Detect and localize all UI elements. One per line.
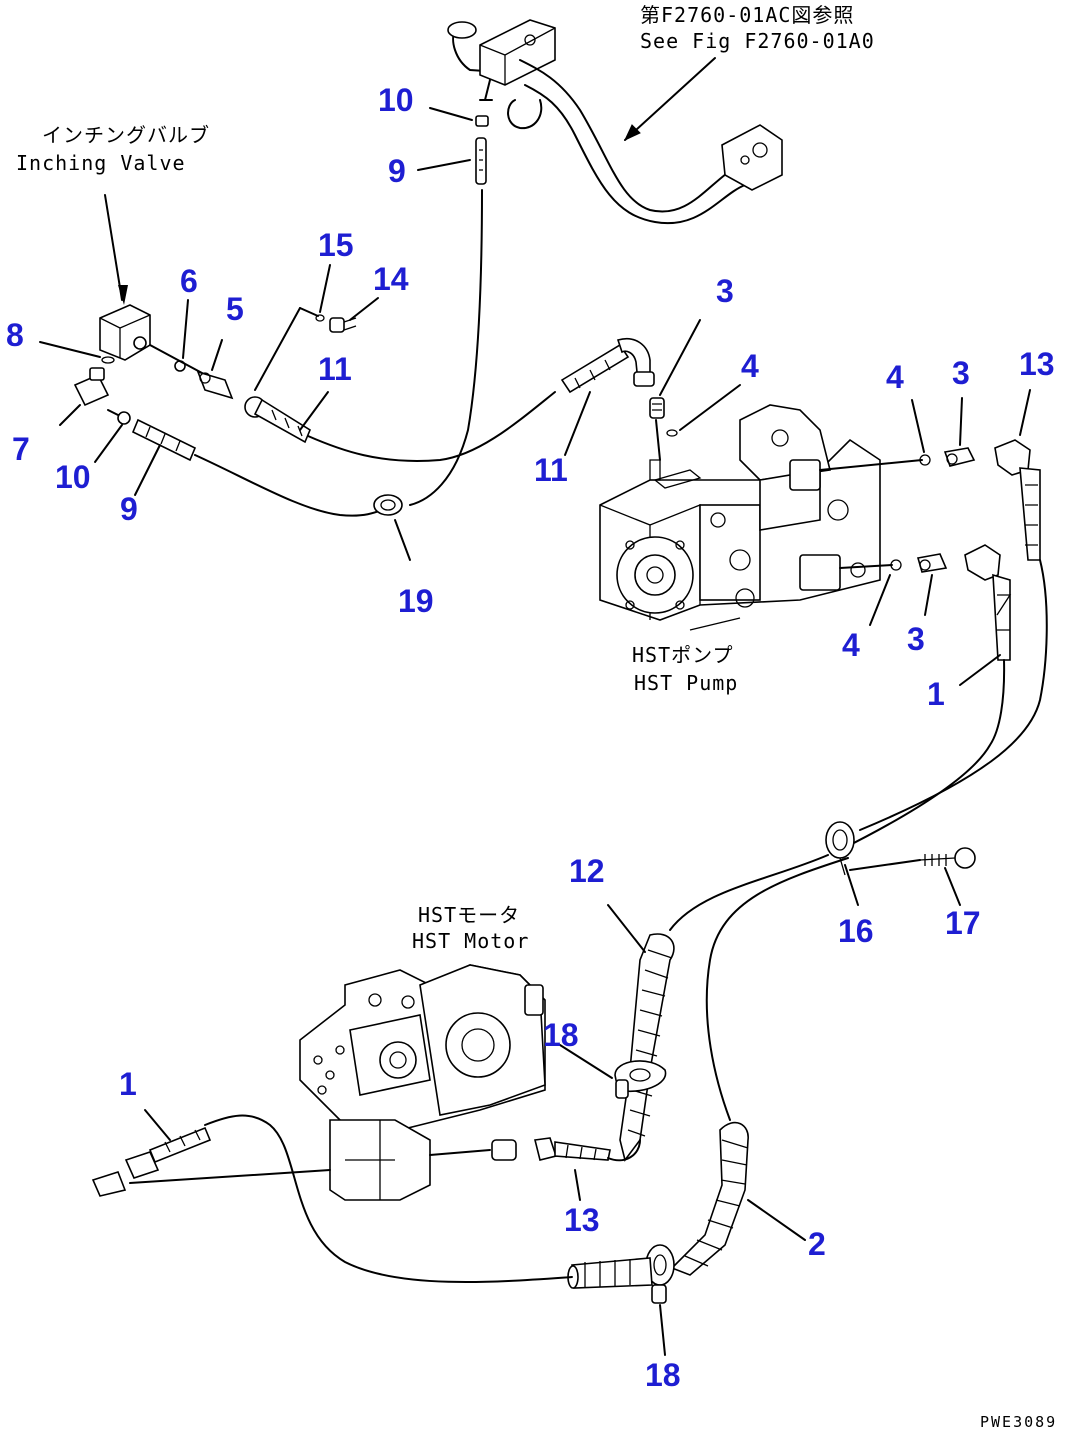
callout-12: 12 (569, 853, 605, 889)
hst-pump (599, 404, 881, 621)
hst-motor-label-en: HST Motor (412, 929, 529, 953)
fig-ref-jp: 第F2760-01AC図参照 (640, 3, 854, 27)
callout-10-left: 10 (55, 459, 91, 495)
callout-13-bottom: 13 (564, 1202, 600, 1238)
fig-ref-en: See Fig F2760-01A0 (640, 29, 875, 53)
part-10-top (475, 115, 489, 127)
callout-17: 17 (945, 905, 981, 941)
hst-motor (299, 964, 546, 1201)
callout-1-left: 1 (119, 1066, 137, 1102)
inching-valve (99, 304, 151, 361)
part-9-hose-left (131, 418, 197, 462)
callout-15: 15 (318, 227, 354, 263)
callout-18-lower: 18 (645, 1357, 681, 1393)
part-3-top-fitting (649, 397, 665, 419)
clamp-18-upper (614, 1060, 667, 1099)
callout-3-top: 3 (716, 273, 734, 309)
callout-11-left: 11 (318, 351, 352, 387)
clamp-18-lower (645, 1244, 675, 1304)
part-lower-hose-end (567, 1257, 653, 1289)
part-3-right-fitting-upper (943, 447, 976, 467)
hst-motor-label-jp: HSTモータ (418, 903, 520, 927)
callout-9-left: 9 (120, 491, 138, 527)
hst-pump-label-jp: HSTポンプ (632, 643, 734, 667)
part-9-top (475, 137, 487, 185)
callout-13-top: 13 (1019, 346, 1055, 382)
part-12-hose-wrapped (619, 933, 675, 1162)
reference-pipe-assembly (447, 19, 783, 225)
part-3-right-fitting-lower (916, 553, 948, 573)
callout-3-right-lower: 3 (907, 621, 925, 657)
callout-4-right-upper: 4 (886, 359, 904, 395)
part-14-bolt (329, 317, 357, 333)
inching-valve-label-en: Inching Valve (16, 151, 186, 175)
callout-6: 6 (180, 263, 198, 299)
callout-11-right: 11 (534, 452, 568, 488)
part-11-hose-left (244, 396, 311, 444)
callout-19: 19 (398, 583, 434, 619)
clamp-16 (825, 821, 855, 876)
part-13-hose-bottom (491, 1137, 611, 1161)
callout-2: 2 (808, 1226, 826, 1262)
bolt-17 (919, 847, 976, 869)
part-5-fitting (196, 370, 234, 400)
callout-9-top: 9 (388, 153, 406, 189)
inching-valve-label-jp: インチングバルブ (42, 123, 210, 147)
callout-numbers: 10 9 6 5 15 14 8 11 7 10 9 19 3 4 11 4 3… (6, 82, 1055, 1393)
callout-14: 14 (373, 261, 409, 297)
callout-3-right-upper: 3 (952, 355, 970, 391)
callout-4-top: 4 (741, 348, 759, 384)
callout-7: 7 (12, 431, 30, 467)
callout-16: 16 (838, 913, 874, 949)
part-1-hose-right (964, 544, 1012, 661)
clamp-19 (373, 494, 403, 516)
callout-8: 8 (6, 317, 24, 353)
callout-18-upper: 18 (543, 1017, 579, 1053)
callout-10-top: 10 (378, 82, 414, 118)
hst-pump-label-en: HST Pump (634, 671, 738, 695)
drawing-code: PWE3089 (980, 1413, 1057, 1430)
part-2-hose-wrapped (670, 1121, 749, 1276)
part-7-elbow (73, 367, 110, 407)
callout-1-right: 1 (927, 676, 945, 712)
callout-4-right-lower: 4 (842, 627, 860, 663)
part-11-hose-right (560, 338, 655, 394)
part-1-hose-left (91, 1126, 212, 1197)
callout-5: 5 (226, 291, 244, 327)
part-13-hose-top (994, 439, 1041, 561)
